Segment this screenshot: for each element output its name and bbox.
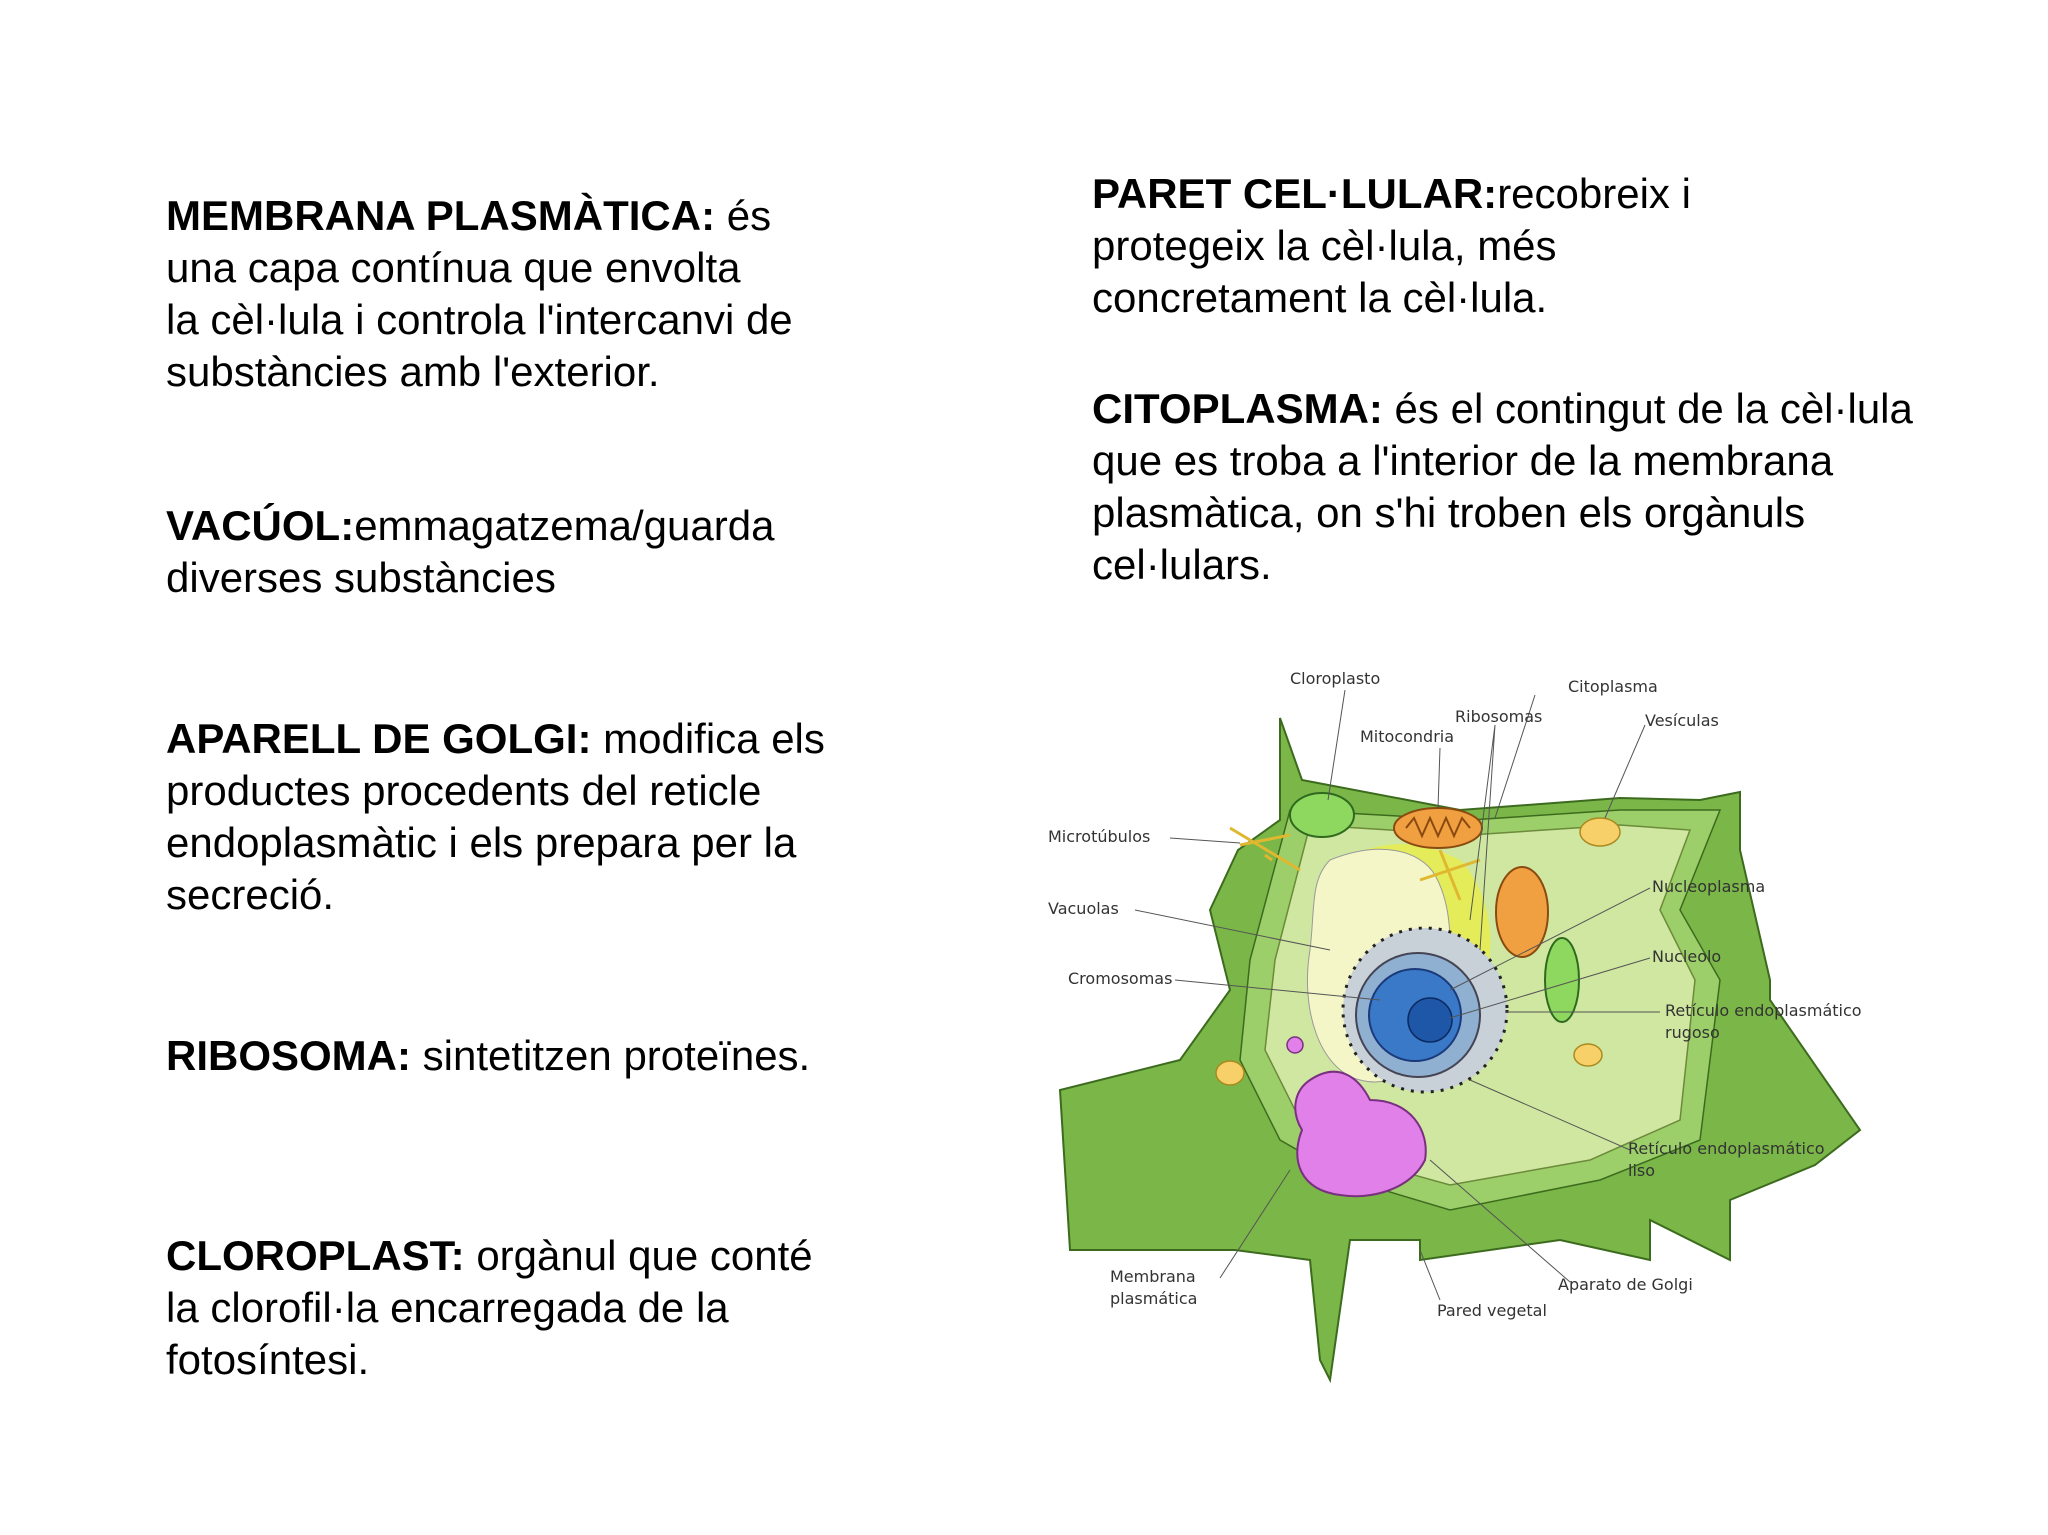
label-citoplasma: Citoplasma: [1568, 677, 1658, 696]
chloroplast-right: [1544, 937, 1580, 1023]
text-membrana-4: substàncies amb l'exterior.: [166, 348, 660, 395]
text-golgi-1: modifica els: [591, 715, 825, 762]
text-cloroplast-1: orgànul que conté: [464, 1232, 813, 1279]
text-golgi-4: secreció.: [166, 871, 335, 918]
definition-membrana: MEMBRANA PLASMÀTICA: és una capa contínu…: [166, 190, 793, 398]
mitochondria-top-cristae: [1405, 815, 1471, 839]
label-rer-2: rugoso: [1665, 1023, 1720, 1042]
golgi-apparatus: [1294, 1070, 1427, 1198]
term-cloroplast: CLOROPLAST:: [166, 1232, 465, 1279]
label-pared: Pared vegetal: [1437, 1301, 1547, 1320]
mitochondria-right: [1495, 866, 1549, 958]
label-ribosomas: Ribosomas: [1455, 707, 1542, 726]
leader-membrana: [1219, 1169, 1291, 1279]
term-golgi: APARELL DE GOLGI:: [166, 715, 592, 762]
nucleolus: [1407, 997, 1453, 1043]
leader-golgi: [1429, 1159, 1571, 1283]
text-citoplasma-4: cel·lulars.: [1092, 541, 1272, 588]
definition-golgi: APARELL DE GOLGI: modifica els productes…: [166, 713, 825, 921]
term-paret: PARET CEL·LULAR:: [1092, 170, 1498, 217]
text-membrana-1: és: [715, 192, 772, 239]
label-mitocondria: Mitocondria: [1360, 727, 1454, 746]
golgi-vesicle: [1286, 1036, 1304, 1054]
text-cloroplast-3: fotosíntesi.: [166, 1336, 370, 1383]
leader-cloroplasto: [1327, 689, 1346, 801]
leader-cromosomas: [1174, 979, 1381, 1001]
definition-citoplasma: CITOPLASMA: és el contingut de la cèl·lu…: [1092, 383, 1913, 591]
term-ribosoma: RIBOSOMA:: [166, 1032, 411, 1079]
leader-ser: [1469, 1079, 1631, 1151]
text-citoplasma-3: plasmàtica, on s'hi troben els orgànuls: [1092, 489, 1806, 536]
leader-ribosomas: [1469, 724, 1496, 951]
text-golgi-2: productes procedents del reticle: [166, 767, 762, 814]
label-ser-1: Retículo endoplasmático: [1628, 1139, 1825, 1158]
leader-mitocondria: [1437, 747, 1441, 809]
leader-citoplasma: [1494, 694, 1536, 819]
label-ser-2: liso: [1628, 1161, 1655, 1180]
chloroplast-top: [1289, 792, 1355, 838]
label-membrana-2: plasmática: [1110, 1289, 1197, 1308]
label-cloroplasto: Cloroplasto: [1290, 669, 1380, 688]
text-vacuol-2: diverses substàncies: [166, 554, 556, 601]
definition-vacuol: VACÚOL:emmagatzema/guarda diverses subst…: [166, 500, 774, 604]
label-rer-1: Retículo endoplasmático: [1665, 1001, 1862, 1020]
term-membrana: MEMBRANA PLASMÀTICA:: [166, 192, 716, 239]
leader-pared: [1419, 1249, 1441, 1301]
definition-ribosoma: RIBOSOMA: sintetitzen proteïnes.: [166, 1030, 810, 1082]
term-vacuol: VACÚOL:: [166, 502, 355, 549]
leader-nucleoplasma: [1449, 887, 1651, 991]
label-vesiculas: Vesículas: [1645, 711, 1719, 730]
text-membrana-2: una capa contínua que envolta: [166, 244, 741, 291]
label-membrana-1: Membrana: [1110, 1267, 1196, 1286]
leader-microtubulos: [1169, 837, 1241, 844]
leader-vacuolas: [1134, 909, 1331, 951]
leader-vesiculas: [1604, 724, 1646, 819]
plant-cell-diagram: Cloroplasto Citoplasma Ribosomas Vesícul…: [1048, 669, 1862, 1384]
text-paret-1: recobreix i: [1497, 170, 1691, 217]
text-vacuol-1: emmagatzema/guarda: [354, 502, 775, 549]
text-paret-3: concretament la cèl·lula.: [1092, 274, 1548, 321]
text-paret-2: protegeix la cèl·lula, més: [1092, 222, 1557, 269]
text-golgi-3: endoplasmàtic i els prepara per la: [166, 819, 797, 866]
vesicle-right: [1573, 1043, 1603, 1067]
definition-paret: PARET CEL·LULAR:recobreix i protegeix la…: [1092, 168, 1691, 324]
leader-nucleolo: [1449, 957, 1651, 1019]
label-nucleoplasma: Nucleoplasma: [1652, 877, 1765, 896]
label-microtubulos: Microtúbulos: [1048, 827, 1150, 846]
text-citoplasma-2: que es troba a l'interior de la membrana: [1092, 437, 1834, 484]
vesicle-top: [1579, 817, 1621, 847]
text-membrana-3: la cèl·lula i controla l'intercanvi de: [166, 296, 793, 343]
microtubules: [1229, 826, 1481, 901]
text-ribosoma-1: sintetitzen proteïnes.: [411, 1032, 811, 1079]
label-golgi: Aparato de Golgi: [1558, 1275, 1693, 1294]
label-vacuolas: Vacuolas: [1048, 899, 1119, 918]
label-nucleolo: Nucleolo: [1652, 947, 1721, 966]
text-citoplasma-1: és el contingut de la cèl·lula: [1382, 385, 1913, 432]
vesicle-left: [1215, 1060, 1245, 1086]
text-cloroplast-2: la clorofil·la encarregada de la: [166, 1284, 729, 1331]
definition-cloroplast: CLOROPLAST: orgànul que conté la clorofi…: [166, 1230, 813, 1386]
label-cromosomas: Cromosomas: [1068, 969, 1172, 988]
term-citoplasma: CITOPLASMA:: [1092, 385, 1383, 432]
